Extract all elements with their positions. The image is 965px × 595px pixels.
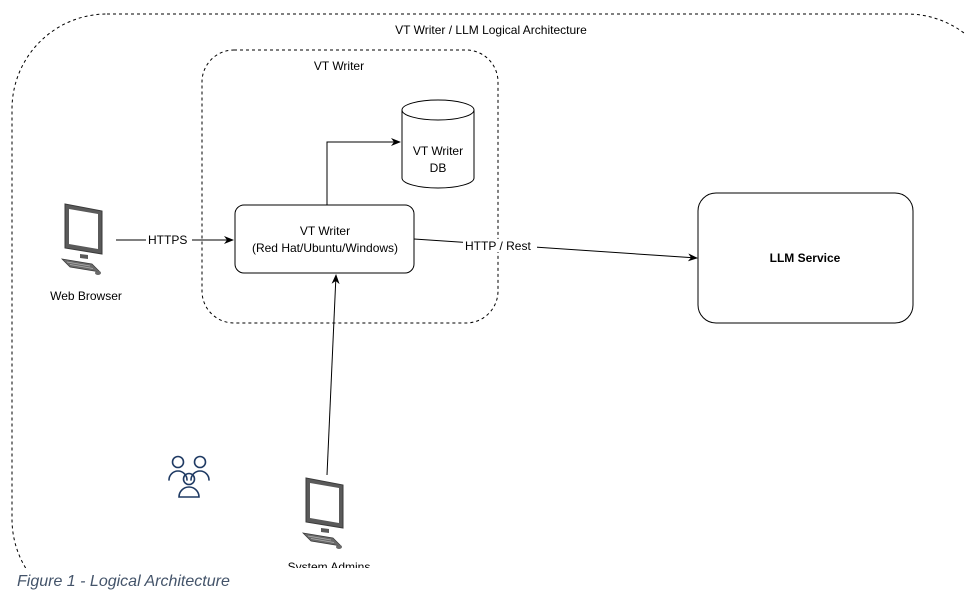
edge-admins-to-server [326,274,340,476]
outer-container-label: VT Writer / LLM Logical Architecture [395,23,587,37]
edge-rest-label: HTTP / Rest [465,239,531,253]
llm-service-label: LLM Service [770,251,841,265]
inner-container [201,49,499,324]
inner-container-label: VT Writer [314,59,364,73]
llm-service-node: LLM Service [697,192,914,324]
user-group-icon [168,455,210,498]
database-node: VT Writer DB [401,99,475,189]
server-label-line2: (Red Hat/Ubuntu/Windows) [252,241,398,255]
edge-server-to-llm [413,238,698,262]
computer-monitor-icon [60,203,103,275]
figure-caption: Figure 1 - Logical Architecture [17,573,230,590]
db-label-line2: DB [430,161,447,175]
server-label-line1: VT Writer [300,224,350,238]
server-node: VT Writer (Red Hat/Ubuntu/Windows) [234,204,415,274]
admins-label: System Admins [288,560,371,574]
db-label-line1: VT Writer [413,144,463,158]
browser-label: Web Browser [50,289,122,303]
edge-server-to-db [326,138,401,205]
computer-monitor-icon [301,477,344,549]
edge-https-label: HTTPS [148,233,187,247]
